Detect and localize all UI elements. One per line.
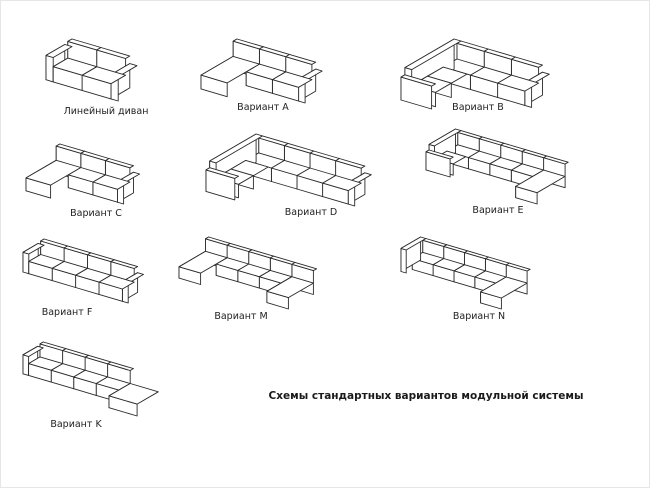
sofa-c [25,143,141,205]
sofa-module-face [22,345,44,357]
sofa-n [400,236,531,310]
sofa-module-face [22,354,30,376]
sofa-module-face [400,247,407,274]
sofa-module-face [232,38,264,50]
sofa-module-face [400,236,427,251]
sofa-module-face [45,54,54,83]
sofa-module-face [22,251,30,275]
sofa-e [425,128,569,205]
sofa-d [205,133,372,207]
sofa-module-face [209,133,263,164]
label-variant-c: Вариант C [70,208,122,219]
sofa-module-face [425,149,454,160]
sofa-m [178,236,318,310]
sofa-module-face [28,254,65,269]
sofa-module-face [55,143,85,154]
sofa-module-face [404,38,462,71]
sofa-module-face [25,159,82,186]
label-variant-b: Вариант B [452,102,504,113]
label-variant-f: Вариант F [41,307,93,318]
sofa-module-face [28,356,64,371]
label-variant-n: Вариант N [452,311,506,322]
sofa-module-face [266,276,314,299]
sofa-module-face [52,57,98,76]
sofa-module-face [200,55,260,84]
sofa-module-face [205,236,231,246]
label-variant-m: Вариант M [214,311,268,322]
sofa-module-face [515,169,566,194]
sofa-module-face [178,250,228,274]
sofa-linear [45,38,138,102]
sofa-module-face [45,44,73,58]
sofa-f [22,238,144,304]
sofa-b [400,38,550,110]
label-linear: Линейный диван [63,106,149,117]
sofa-module-face [400,74,436,87]
sofa-a [200,38,323,104]
sofa-module-face [67,38,102,51]
sofa-module-face [205,167,239,179]
sofa-module-face [428,128,462,147]
sofa-module-face [480,276,528,299]
sofa-module-face [39,341,67,351]
sofa-module-face [22,242,45,255]
diagram-title: Схемы стандартных вариантов модульной си… [268,390,584,402]
sofa-module-face [40,238,68,249]
label-variant-k: Вариант K [50,419,102,430]
sofa-module-face [108,383,159,405]
label-variant-e: Вариант E [472,205,524,216]
label-variant-d: Вариант D [284,207,338,218]
label-variant-a: Вариант A [237,102,289,113]
sofa-k [22,341,159,417]
